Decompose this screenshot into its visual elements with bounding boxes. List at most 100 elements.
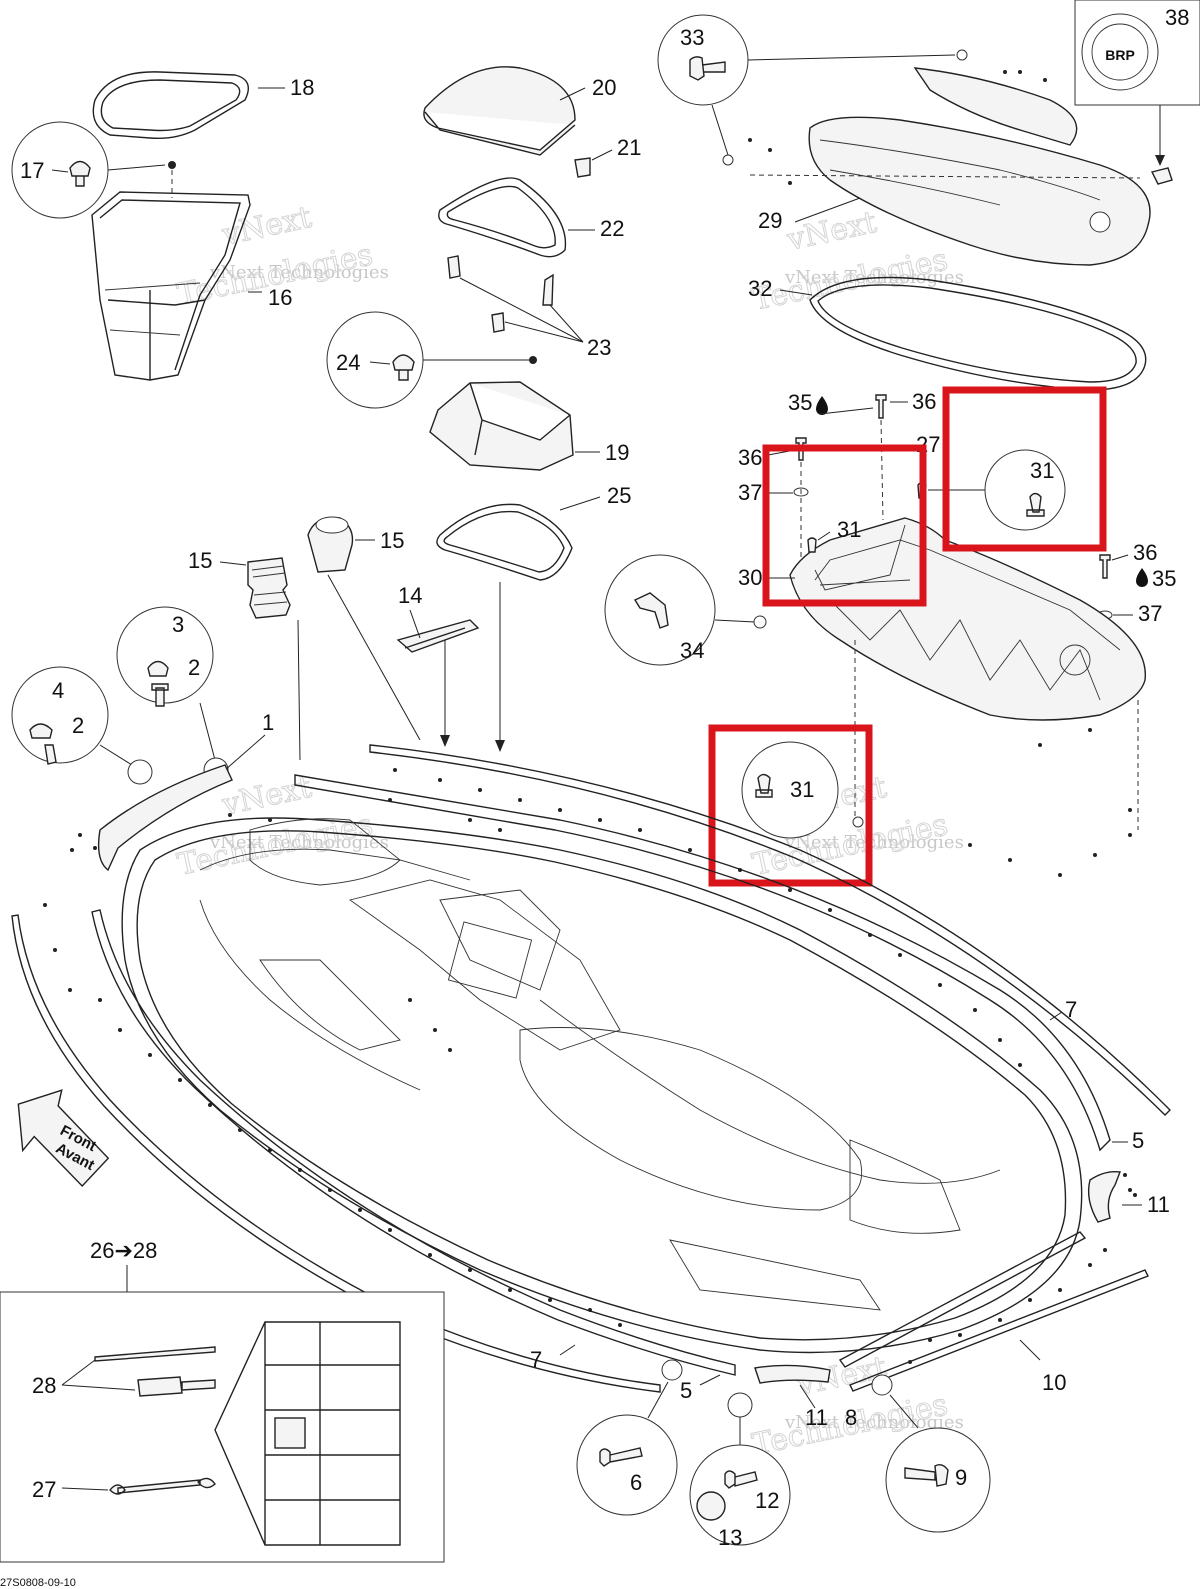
gasket-32 <box>809 276 1147 391</box>
clip-34 <box>633 592 669 629</box>
callout-36-left: 36 <box>738 445 762 470</box>
clip-23b <box>491 312 505 333</box>
storage-bin-16 <box>91 191 251 381</box>
callout-38: 38 <box>1165 5 1189 30</box>
bracket-14 <box>396 619 480 653</box>
callout-34: 34 <box>680 638 704 663</box>
drawing-code: 27S0808-09-10 <box>0 1577 76 1589</box>
seat-29 <box>808 67 1151 266</box>
callout-37-left: 37 <box>738 480 762 505</box>
strip-7-upper <box>369 744 1171 1116</box>
callout-31-upper-right <box>942 386 1107 552</box>
fastener-dots <box>43 70 1137 1364</box>
bumper-1 <box>97 764 233 872</box>
pin-31-frame <box>807 537 817 553</box>
svg-text:vNext: vNext <box>218 770 314 823</box>
callout-36-upper: 36 <box>912 389 936 414</box>
svg-text:vNext Technologies: vNext Technologies <box>784 832 964 853</box>
callout-7-right: 7 <box>1065 997 1077 1022</box>
callout-33: 33 <box>680 25 704 50</box>
nut-3 <box>147 660 169 677</box>
callout-31-lower <box>708 724 873 887</box>
bolt-33 <box>689 56 726 81</box>
callout-12: 12 <box>755 1488 779 1513</box>
bolt-9 <box>904 1463 949 1487</box>
callout-19: 19 <box>605 440 629 465</box>
tool-kit-inset <box>0 1291 445 1563</box>
callout-11-right: 11 <box>1147 1192 1170 1217</box>
callout-16: 16 <box>268 285 292 310</box>
clip-23c <box>542 273 554 306</box>
detail-circle-6 <box>576 1414 678 1516</box>
bolt-6 <box>599 1447 643 1467</box>
strip-10 <box>849 1269 1149 1392</box>
callout-2-upper: 2 <box>188 655 200 680</box>
clip-23a <box>447 255 461 279</box>
svg-text:vNext Technologies: vNext Technologies <box>209 262 389 283</box>
callout-8: 8 <box>845 1405 857 1430</box>
wrench-27 <box>109 1477 216 1495</box>
svg-text:Technologies: Technologies <box>749 242 950 318</box>
rub-rail-5-upper <box>294 774 1111 1152</box>
rub-rail-5-lower <box>91 909 736 1376</box>
gasket-22 <box>438 177 567 258</box>
screw-2-lower <box>44 744 57 765</box>
callout-18: 18 <box>290 75 314 100</box>
callout-35-right: 35 <box>1152 566 1176 591</box>
callout-2-lower: 2 <box>72 713 84 738</box>
gasket-25 <box>436 503 573 581</box>
callout-23: 23 <box>587 335 611 360</box>
screw-2-upper <box>151 683 169 707</box>
plug-24 <box>392 354 415 381</box>
callout-29: 29 <box>758 208 782 233</box>
cover-20 <box>423 66 576 156</box>
callout-26-28: 26➔28 <box>90 1238 157 1263</box>
callout-28: 28 <box>32 1373 56 1398</box>
callout-24: 24 <box>336 350 360 375</box>
callout-31-on-frame <box>762 444 927 607</box>
gasket-18 <box>92 71 249 140</box>
tool-pouch <box>214 1321 401 1546</box>
bolt-12 <box>724 1470 758 1489</box>
callout-31-lower: 31 <box>790 777 814 802</box>
callout-20: 20 <box>592 75 616 100</box>
thread-locker-icon <box>816 396 828 415</box>
callout-17: 17 <box>20 158 44 183</box>
callout-15-left: 15 <box>188 548 212 573</box>
svg-text:vNext: vNext <box>783 205 879 258</box>
callout-5-right: 5 <box>1132 1128 1144 1153</box>
nut-4 <box>29 723 53 739</box>
callout-9: 9 <box>955 1465 967 1490</box>
callout-36-right: 36 <box>1133 540 1157 565</box>
callout-37-right: 37 <box>1138 601 1162 626</box>
cap-13 <box>696 1491 726 1521</box>
fastener-36-right <box>1099 554 1111 579</box>
pin-31-upper <box>1026 492 1045 517</box>
callout-5-bottom: 5 <box>680 1378 692 1403</box>
callout-35-upper: 35 <box>788 390 812 415</box>
callout-30: 30 <box>738 565 762 590</box>
callout-6: 6 <box>630 1470 642 1495</box>
callout-25: 25 <box>607 483 631 508</box>
detail-circle-3 <box>116 606 214 704</box>
detail-circle-31-upper <box>984 449 1066 531</box>
callout-13: 13 <box>718 1525 742 1550</box>
callout-14: 14 <box>398 583 422 608</box>
pouch-label <box>274 1417 306 1449</box>
callout-27: 27 <box>32 1477 56 1502</box>
brp-badge <box>1081 13 1159 91</box>
callout-3: 3 <box>172 612 184 637</box>
callout-4: 4 <box>52 678 64 703</box>
callout-31-upper: 31 <box>1030 458 1054 483</box>
bumper-11-right <box>1087 1170 1121 1223</box>
screwdriver-28 <box>137 1376 216 1397</box>
fastener-36-upper <box>875 394 887 419</box>
trim-8 <box>838 1231 1087 1368</box>
callout-7-bottom: 7 <box>530 1347 542 1372</box>
tray-19 <box>429 381 574 471</box>
callout-32: 32 <box>748 276 772 301</box>
latch-21 <box>574 157 591 178</box>
callout-22: 22 <box>600 216 624 241</box>
vent-15-left <box>247 557 291 619</box>
